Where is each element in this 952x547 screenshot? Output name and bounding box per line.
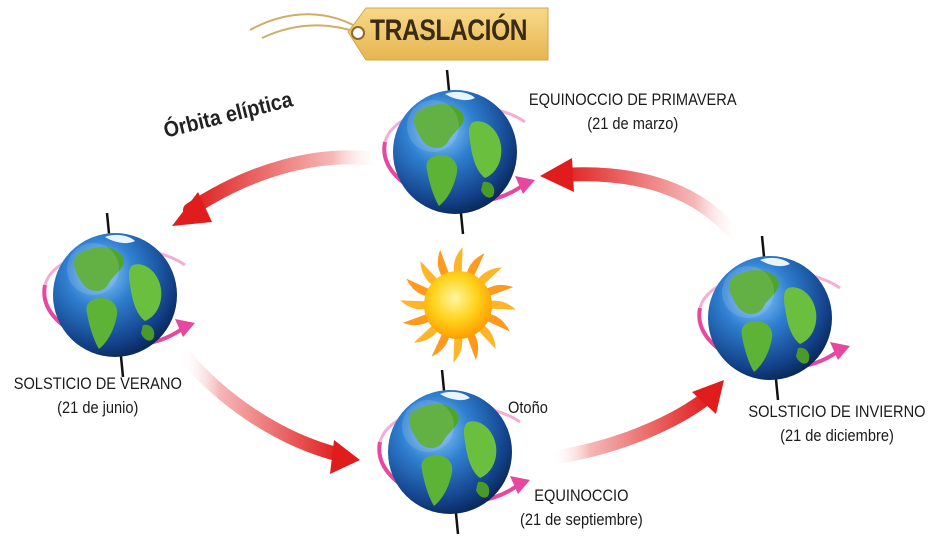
summer-solstice-label: SOLSTICIO DE VERANO (21 de junio) bbox=[14, 372, 182, 420]
sun-ray bbox=[453, 334, 463, 363]
winter-solstice-label: SOLSTICIO DE INVIERNO (21 de diciembre) bbox=[748, 400, 925, 448]
sun-ray bbox=[466, 253, 485, 279]
sun-ray bbox=[476, 323, 496, 350]
sun-ray bbox=[400, 300, 429, 310]
diagram-title: TRASLACIÓN bbox=[370, 14, 528, 47]
earth-globe-summer bbox=[42, 211, 197, 379]
sun-ray bbox=[406, 278, 432, 297]
autumn-equinox-label: EQUINOCCIO (21 de septiembre) bbox=[520, 484, 643, 532]
earth-globe-spring bbox=[382, 68, 537, 236]
orbit-arrow-top-right bbox=[540, 158, 747, 247]
sun-ray bbox=[484, 284, 514, 297]
earth-globe-winter bbox=[697, 234, 852, 402]
autumn-equinox-date: (21 de septiembre) bbox=[519, 510, 643, 529]
sun-ray bbox=[453, 247, 463, 276]
earth-globe-autumn bbox=[377, 368, 532, 536]
spring-equinox-name: EQUINOCCIO DE PRIMAVERA bbox=[528, 90, 737, 109]
orbit-arrow-bottom-left bbox=[173, 343, 360, 474]
sun-ray bbox=[484, 313, 510, 332]
sun-ray bbox=[466, 331, 479, 361]
winter-solstice-date: (21 de diciembre) bbox=[780, 426, 894, 445]
sun-ray bbox=[420, 260, 440, 287]
winter-solstice-name: SOLSTICIO DE INVIERNO bbox=[748, 402, 926, 421]
sun-ray bbox=[487, 300, 516, 310]
spring-equinox-date: (21 de marzo) bbox=[587, 114, 679, 133]
autumn-season-label: Otoño bbox=[508, 398, 548, 417]
orbit-arrow-bottom-right bbox=[543, 380, 724, 465]
sun-ray bbox=[413, 323, 440, 343]
title-tag bbox=[249, 7, 549, 61]
tag-hole-icon bbox=[351, 26, 365, 40]
autumn-equinox-name: EQUINOCCIO bbox=[534, 486, 629, 505]
sun-ray bbox=[437, 249, 450, 279]
spring-equinox-label: EQUINOCCIO DE PRIMAVERA (21 de marzo) bbox=[529, 88, 737, 136]
summer-solstice-name: SOLSTICIO DE VERANO bbox=[13, 374, 182, 393]
sun-icon bbox=[400, 247, 516, 363]
sun-ray bbox=[476, 267, 503, 287]
sun-ray bbox=[402, 313, 432, 326]
orbit-arrow-top-left bbox=[172, 150, 387, 226]
sun-ray bbox=[431, 331, 450, 357]
summer-solstice-date: (21 de junio) bbox=[57, 398, 139, 417]
